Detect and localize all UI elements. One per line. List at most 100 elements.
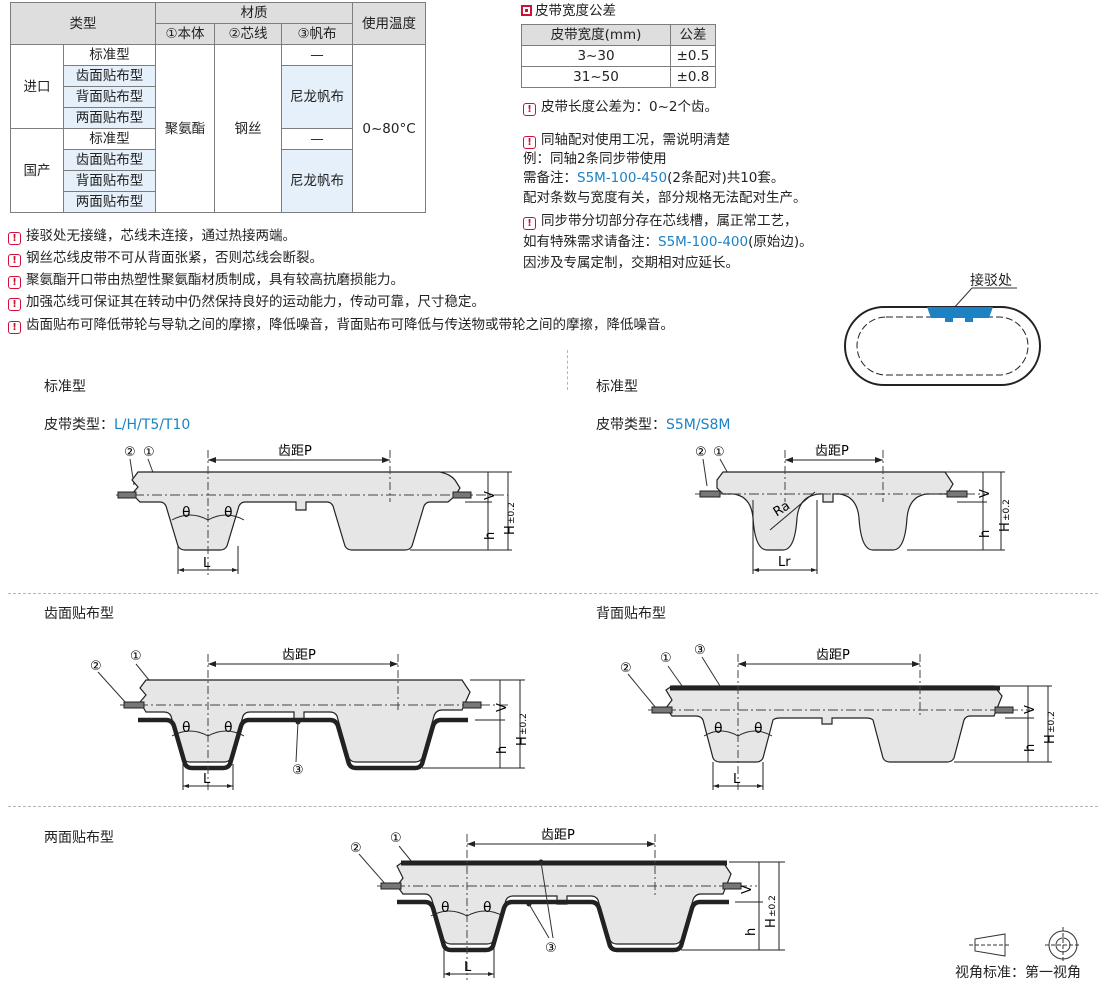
svg-text:②: ② (695, 445, 707, 460)
svg-text:L: L (464, 960, 472, 975)
type-cell: 两面贴布型 (63, 107, 156, 129)
svg-text:①: ① (143, 445, 155, 460)
note-pair-line4: 配对条数与宽度有关，部分规格无法配对生产。 (523, 190, 807, 206)
note-left: !接驳处无接缝，芯线未连接，通过热接两端。 (8, 227, 296, 245)
warning-icon: ! (523, 136, 536, 149)
type-cell: 两面贴布型 (63, 191, 156, 213)
warning-icon: ! (8, 321, 21, 334)
canvas-cell: — (281, 44, 353, 66)
warning-icon: ! (8, 254, 21, 267)
svg-text:h: h (495, 746, 510, 754)
note-pair-line2: 例：同轴2条同步带使用 (523, 151, 667, 167)
width-tolerance-table: 皮带宽度(mm) 公差 3~30 ±0.5 31~50 ±0.8 (521, 24, 716, 88)
note-left: !聚氨酯开口带由热塑性聚氨酯材质制成，具有较高抗磨损能力。 (8, 271, 404, 289)
type-cell: 标准型 (63, 128, 156, 150)
section-title: 标准型 (596, 379, 638, 395)
note-left: !齿面贴布可降低带轮与导轨之间的摩擦，降低噪音，背面贴布可降低与传送物或带轮之间… (8, 316, 674, 334)
tolerance-cell: ±0.8 (670, 66, 716, 88)
svg-text:L: L (733, 772, 741, 787)
svg-text:θ: θ (483, 900, 492, 916)
type-cell: 齿面贴布型 (63, 149, 156, 171)
note-cut: !同步带分切部分存在芯线槽，属正常工艺， (523, 212, 798, 230)
divider (567, 350, 568, 390)
svg-text:±0.2: ±0.2 (1002, 499, 1012, 521)
svg-text:①: ① (660, 651, 672, 666)
warning-icon: ! (8, 276, 21, 289)
belt-profile-back-cloth: ② ① ③ 齿距P θ θ L V h H ±0.2 (620, 643, 1058, 792)
svg-text:θ: θ (754, 721, 763, 737)
svg-text:h: h (978, 530, 993, 538)
svg-text:Lr: Lr (778, 555, 791, 570)
svg-text:齿距P: 齿距P (278, 444, 312, 459)
warning-icon: ! (8, 232, 21, 245)
svg-text:齿距P: 齿距P (282, 648, 316, 663)
width-tolerance-title: 皮带宽度公差 (521, 2, 616, 20)
svg-text:①: ① (713, 445, 725, 460)
note-pair: !同轴配对使用工况，需说明清楚 (523, 131, 730, 149)
section-title: 标准型 (44, 379, 86, 395)
svg-text:θ: θ (714, 721, 723, 737)
svg-text:θ: θ (441, 900, 450, 916)
th-temp: 使用温度 (352, 2, 426, 45)
note-left: !钢丝芯线皮带不可从背面张紧，否则芯线会断裂。 (8, 249, 323, 267)
th-body: ①本体 (155, 23, 215, 45)
svg-text:②: ② (124, 445, 136, 460)
type-cell: 标准型 (63, 44, 156, 66)
belt-type-line: 皮带类型：L/H/T5/T10 (44, 417, 191, 433)
svg-text:V: V (1023, 705, 1038, 714)
group-import: 进口 (10, 44, 64, 129)
belt-profile-standard-trapezoid: ② ① 齿距P θ θ L V h H ±0.2 (116, 444, 518, 575)
svg-text:③: ③ (545, 941, 557, 956)
section-title: 两面贴布型 (44, 830, 114, 846)
loop-belt-diagram (844, 287, 1041, 386)
svg-text:θ: θ (224, 720, 233, 736)
note-cut-line3: 因涉及专属定制，交期相对应延长。 (523, 255, 739, 271)
belt-profile-tooth-cloth: ② ① 齿距P θ θ L ③ V h H ±0.2 (90, 648, 530, 792)
svg-text:H: H (1043, 734, 1058, 744)
svg-text:H: H (764, 918, 779, 928)
svg-text:H: H (515, 736, 530, 746)
width-cell: 31~50 (521, 66, 671, 88)
svg-text:齿距P: 齿距P (541, 828, 575, 843)
svg-text:齿距P: 齿距P (816, 648, 850, 663)
square-bullet-icon (521, 5, 532, 16)
note-left: !加强芯线可保证其在转动中仍然保持良好的运动能力，传动可靠，尺寸稳定。 (8, 293, 485, 311)
note-cut-line2: 如有特殊需求请备注：S5M-100-400(原始边)。 (523, 234, 813, 250)
svg-text:θ: θ (182, 505, 191, 521)
canvas-cell: 尼龙帆布 (281, 65, 353, 129)
svg-text:h: h (1023, 744, 1038, 752)
svg-text:±0.2: ±0.2 (507, 502, 517, 524)
material-table: 类型 材质 使用温度 ①本体 ②芯线 ③帆布 进口 标准型 聚氨酯 钢丝 — 0… (10, 2, 426, 213)
th-canvas: ③帆布 (281, 23, 353, 45)
warning-icon: ! (523, 103, 536, 116)
canvas-cell: 尼龙帆布 (281, 149, 353, 213)
svg-text:H: H (998, 522, 1013, 532)
th-width: 皮带宽度(mm) (521, 24, 671, 46)
note-pair-line3: 需备注：S5M-100-450(2条配对)共10套。 (523, 170, 785, 186)
type-cell: 背面贴布型 (63, 86, 156, 108)
view-standard-label: 视角标准：第一视角 (955, 965, 1081, 981)
svg-text:齿距P: 齿距P (815, 444, 849, 459)
svg-text:±0.2: ±0.2 (1047, 711, 1057, 733)
svg-text:θ: θ (224, 505, 233, 521)
svg-text:L: L (203, 772, 211, 787)
svg-text:H: H (503, 525, 518, 535)
th-material: 材质 (155, 2, 353, 24)
first-angle-projection-icon (969, 927, 1081, 963)
section-title: 齿面贴布型 (44, 606, 114, 622)
width-cell: 3~30 (521, 45, 671, 67)
group-domestic: 国产 (10, 128, 64, 213)
warning-icon: ! (8, 298, 21, 311)
svg-text:V: V (483, 491, 498, 500)
svg-text:②: ② (620, 661, 632, 676)
tolerance-cell: ±0.5 (670, 45, 716, 67)
svg-text:①: ① (130, 649, 142, 664)
svg-text:V: V (978, 489, 993, 498)
svg-text:V: V (740, 885, 755, 894)
type-cell: 背面贴布型 (63, 170, 156, 192)
svg-text:③: ③ (694, 643, 706, 658)
svg-text:h: h (744, 928, 759, 936)
core-cell: 钢丝 (214, 44, 282, 213)
th-type: 类型 (10, 2, 156, 45)
canvas-cell: — (281, 128, 353, 150)
